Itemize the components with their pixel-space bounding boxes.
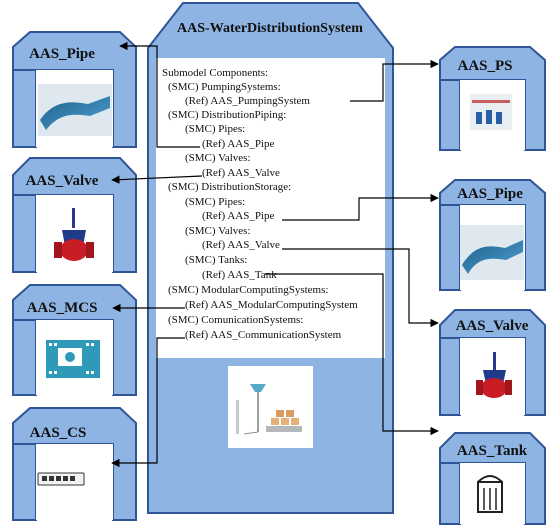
sm-line: Submodel Components: <box>162 67 268 79</box>
shell-title: AAS_CS <box>30 425 87 441</box>
shell-title: AAS_Valve <box>456 318 529 334</box>
shell-title: AAS_Tank <box>457 443 528 459</box>
network-switch-icon <box>37 472 85 486</box>
connector-pipe-right <box>282 193 439 221</box>
central-title: AAS-WaterDistributionSystem <box>177 21 363 36</box>
shell-left-cs: AAS_CS <box>12 407 137 521</box>
sm-line: (Ref) AAS_Pipe <box>202 210 275 222</box>
shell-title: AAS_Valve <box>26 173 99 189</box>
shell-title: AAS_MCS <box>27 300 98 316</box>
sm-line: (Ref) AAS_Tank <box>202 269 277 281</box>
water-tower-with-tanks-icon <box>228 366 313 448</box>
submodel-list: Submodel Components: (SMC) PumpingSystem… <box>162 67 358 341</box>
connector-pumping-system <box>350 59 439 102</box>
connectors <box>111 41 439 468</box>
submodel-panel <box>156 58 385 358</box>
sm-line: (Ref) AAS_ModularComputingSystem <box>185 299 358 311</box>
sm-line: (Ref) AAS_CommunicationSystem <box>185 329 342 341</box>
sm-line: (Ref) AAS_Valve <box>202 167 280 179</box>
shell-left-mcs: AAS_MCS <box>12 284 137 396</box>
shell-left-pipe: AAS_Pipe <box>12 31 137 148</box>
sm-line: (Ref) AAS_Pipe <box>202 138 275 150</box>
shell-left-valve: AAS_Valve <box>12 157 137 273</box>
valve-icon <box>476 352 512 398</box>
sm-line: (SMC) Valves: <box>185 152 251 164</box>
shell-title: AAS_Pipe <box>29 46 95 62</box>
shell-right-tank: AAS_Tank <box>439 432 546 525</box>
sm-line: (SMC) DistributionStorage: <box>168 181 291 193</box>
connector-valve-left <box>111 175 203 184</box>
connector-valve-right <box>282 248 439 328</box>
modular-computing-system-icon <box>46 340 100 378</box>
sm-line: (SMC) Pipes: <box>185 123 245 135</box>
valve-icon <box>54 208 94 261</box>
pumping-station-icon <box>470 94 512 130</box>
pipe-icon <box>38 84 112 136</box>
central-shell: AAS-WaterDistributionSystem Submodel Com… <box>147 2 394 514</box>
shell-right-ps: AAS_PS <box>439 46 546 151</box>
tank-icon <box>477 475 503 513</box>
sm-line: (SMC) Tanks: <box>185 254 247 266</box>
sm-line: (SMC) ComunicationSystems: <box>168 314 303 326</box>
shell-right-valve: AAS_Valve <box>439 309 546 416</box>
connector-cs <box>111 337 185 468</box>
sm-line: (Ref) AAS_Valve <box>202 239 280 251</box>
connector-tank <box>265 273 439 436</box>
sm-line: (Ref) AAS_PumpingSystem <box>185 95 310 107</box>
pipe-icon <box>460 225 524 280</box>
sm-line: (SMC) Pipes: <box>185 196 245 208</box>
sm-line: (SMC) ModularComputingSystems: <box>168 284 328 296</box>
sm-line: (SMC) Valves: <box>185 225 251 237</box>
connector-pipe-left <box>119 41 200 148</box>
sm-line: (SMC) PumpingSystems: <box>168 81 281 93</box>
shell-right-pipe: AAS_Pipe <box>439 179 546 291</box>
sm-line: (SMC) DistributionPiping: <box>168 109 286 121</box>
shell-title: AAS_PS <box>457 58 512 74</box>
shell-title: AAS_Pipe <box>457 186 523 202</box>
